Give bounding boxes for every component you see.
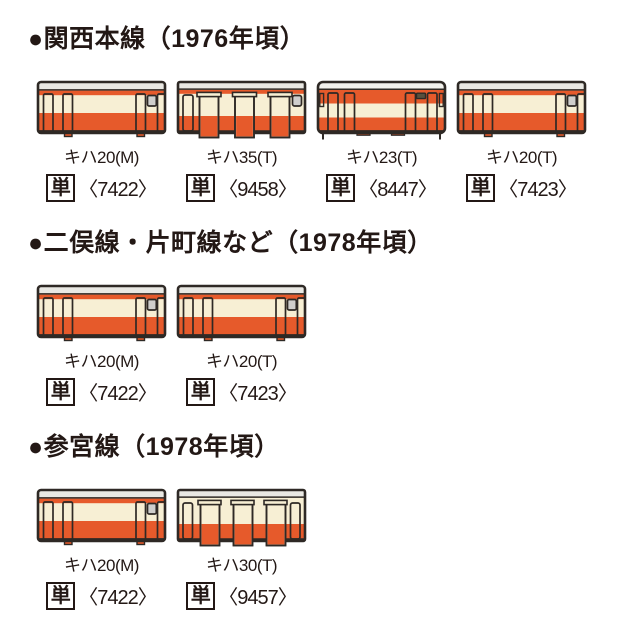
car-kiha20: キハ20(T) 単〈7423〉: [456, 80, 587, 202]
single-unit-badge: 単: [46, 377, 76, 406]
section-1: ●関西本線（1976年頃） キハ20(M)単〈7422〉 キハ35(T)単〈94…: [0, 24, 640, 202]
section-3: ●参宮線（1978年頃） キハ20(M)単〈7422〉 キハ30(T)単〈945…: [0, 432, 640, 610]
product-number: 〈7422〉: [78, 383, 157, 405]
product-number: 〈8447〉: [358, 179, 437, 201]
train-car-side-icon: [36, 80, 167, 142]
car-name-label: キハ20(M): [64, 556, 139, 575]
single-unit-badge: 単: [186, 581, 216, 610]
single-unit-badge: 単: [186, 173, 216, 202]
car-name-label: キハ35(T): [205, 148, 278, 167]
train-car-side-icon: [176, 488, 307, 550]
car-id-row: 単〈7422〉: [36, 173, 167, 202]
train-car-side-icon: [316, 80, 447, 142]
car-name-label: キハ20(T): [205, 352, 278, 371]
car-name-label: キハ20(T): [485, 148, 558, 167]
train-car-side-icon: [176, 284, 307, 346]
car-name-label: キハ23(T): [345, 148, 418, 167]
car-id-row: 単〈9457〉: [176, 581, 307, 610]
train-car-side-icon: [36, 284, 167, 346]
car-name-label: キハ30(T): [205, 556, 278, 575]
section-title: ●二俣線・片町線など（1978年頃）: [28, 229, 433, 257]
car-row: キハ20(M)単〈7422〉 キハ35(T)単〈9458〉 キハ23(T)単〈8…: [36, 80, 640, 202]
single-unit-badge: 単: [466, 173, 496, 202]
car-id-row: 単〈7422〉: [36, 581, 167, 610]
car-id-row: 単〈7423〉: [176, 377, 307, 406]
product-number: 〈9458〉: [218, 179, 297, 201]
section-title: ●参宮線（1978年頃）: [28, 433, 280, 461]
single-unit-badge: 単: [186, 377, 216, 406]
car-kiha20: キハ20(T) 単〈7423〉: [176, 284, 307, 406]
car-id-row: 単〈7423〉: [456, 173, 587, 202]
product-number: 〈7422〉: [78, 179, 157, 201]
train-car-side-icon: [176, 80, 307, 142]
car-kiha20: キハ20(M) 単〈7422〉: [36, 284, 167, 406]
train-car-side-icon: [456, 80, 587, 142]
car-kiha20: キハ20(M) 単〈7422〉: [36, 80, 167, 202]
product-number: 〈7423〉: [498, 179, 577, 201]
car-id-row: 単〈8447〉: [316, 173, 447, 202]
product-number: 〈7423〉: [218, 383, 297, 405]
single-unit-badge: 単: [326, 173, 356, 202]
car-kiha23: キハ23(T) 単〈8447〉: [316, 80, 447, 202]
car-kiha20: キハ20(M) 単〈7422〉: [36, 488, 167, 610]
section-title: ●関西本線（1976年頃）: [28, 25, 306, 53]
car-kiha35: キハ35(T) 単〈9458〉: [176, 80, 307, 202]
single-unit-badge: 単: [46, 173, 76, 202]
car-name-label: キハ20(M): [64, 352, 139, 371]
product-number: 〈9457〉: [218, 587, 297, 609]
formation-diagram: ●関西本線（1976年頃） キハ20(M)単〈7422〉 キハ35(T)単〈94…: [0, 24, 640, 610]
car-row: キハ20(M)単〈7422〉 キハ20(T)単〈7423〉: [36, 284, 640, 406]
car-kiha30: キハ30(T) 単〈9457〉: [176, 488, 307, 610]
train-car-side-icon: [36, 488, 167, 550]
car-row: キハ20(M)単〈7422〉 キハ30(T)単〈9457〉: [36, 488, 640, 610]
section-2: ●二俣線・片町線など（1978年頃） キハ20(M)単〈7422〉 キハ20(T…: [0, 228, 640, 406]
single-unit-badge: 単: [46, 581, 76, 610]
car-id-row: 単〈7422〉: [36, 377, 167, 406]
product-number: 〈7422〉: [78, 587, 157, 609]
car-id-row: 単〈9458〉: [176, 173, 307, 202]
car-name-label: キハ20(M): [64, 148, 139, 167]
